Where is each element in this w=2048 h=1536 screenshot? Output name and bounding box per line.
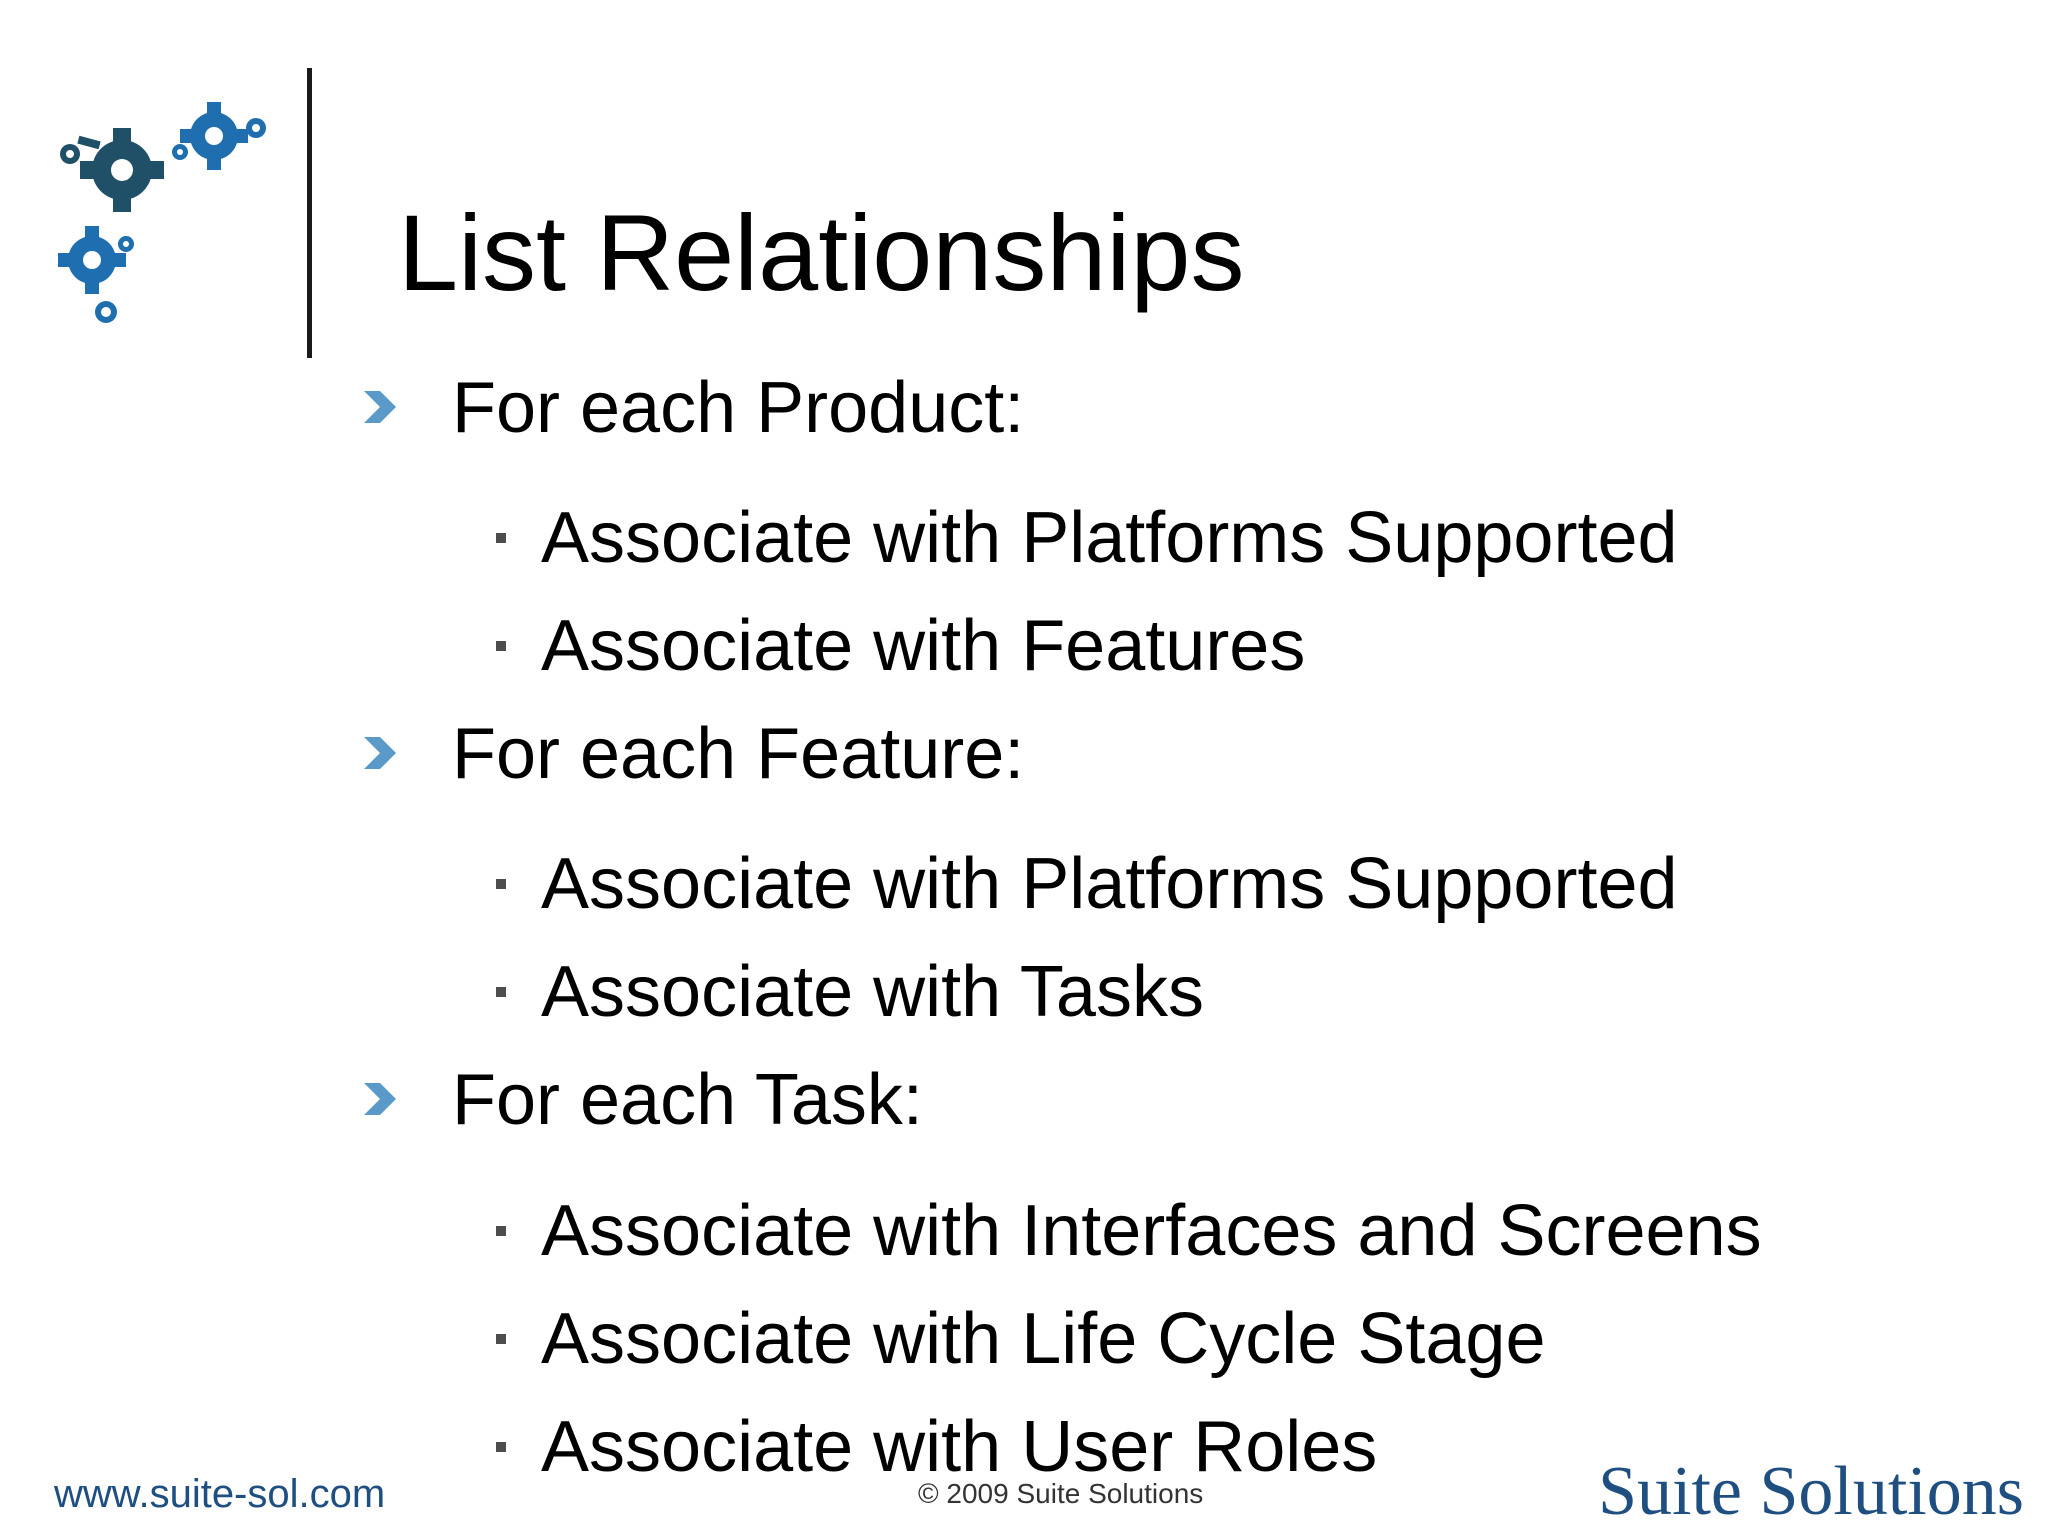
footer-url: www.suite-sol.com xyxy=(54,1472,386,1516)
list-item: Associate with Platforms Supported xyxy=(492,841,1678,927)
footer-brand-logo: Suite Solutions xyxy=(1598,1453,2024,1530)
list-item-text: Associate with User Roles xyxy=(541,1407,1378,1487)
square-bullet-icon xyxy=(496,533,506,543)
title-divider xyxy=(307,68,312,358)
square-bullet-icon xyxy=(496,1226,506,1236)
slide-title: List Relationships xyxy=(398,192,1245,313)
square-bullet-icon xyxy=(496,641,506,651)
list-item: Associate with Features xyxy=(492,603,1305,689)
chevron-right-icon xyxy=(364,737,396,769)
list-item-text: For each Product: xyxy=(452,368,1025,448)
list-item: Associate with Platforms Supported xyxy=(492,495,1678,581)
list-item-text: Associate with Platforms Supported xyxy=(541,498,1678,578)
square-bullet-icon xyxy=(496,1334,506,1344)
gears-logo-icon xyxy=(58,102,266,323)
list-item: Associate with Life Cycle Stage xyxy=(492,1296,1545,1382)
chevron-right-icon xyxy=(364,391,396,423)
list-item: For each Feature: xyxy=(360,711,1024,797)
list-item-text: For each Task: xyxy=(452,1060,923,1140)
list-item-text: Associate with Features xyxy=(541,606,1306,686)
square-bullet-icon xyxy=(496,987,506,997)
chevron-right-icon xyxy=(364,1083,396,1115)
square-bullet-icon xyxy=(496,879,506,889)
list-item-text: Associate with Interfaces and Screens xyxy=(541,1191,1762,1271)
square-bullet-icon xyxy=(496,1442,506,1452)
list-item: Associate with Tasks xyxy=(492,949,1204,1035)
list-item: For each Task: xyxy=(360,1057,923,1143)
footer-copyright: © 2009 Suite Solutions xyxy=(918,1478,1204,1509)
list-item-text: Associate with Platforms Supported xyxy=(541,844,1678,924)
list-item: Associate with User Roles xyxy=(492,1404,1377,1490)
list-item-text: For each Feature: xyxy=(452,714,1025,794)
list-item-text: Associate with Life Cycle Stage xyxy=(541,1299,1546,1379)
list-item: Associate with Interfaces and Screens xyxy=(492,1188,1762,1274)
list-item: For each Product: xyxy=(360,365,1024,451)
list-item-text: Associate with Tasks xyxy=(541,952,1204,1032)
